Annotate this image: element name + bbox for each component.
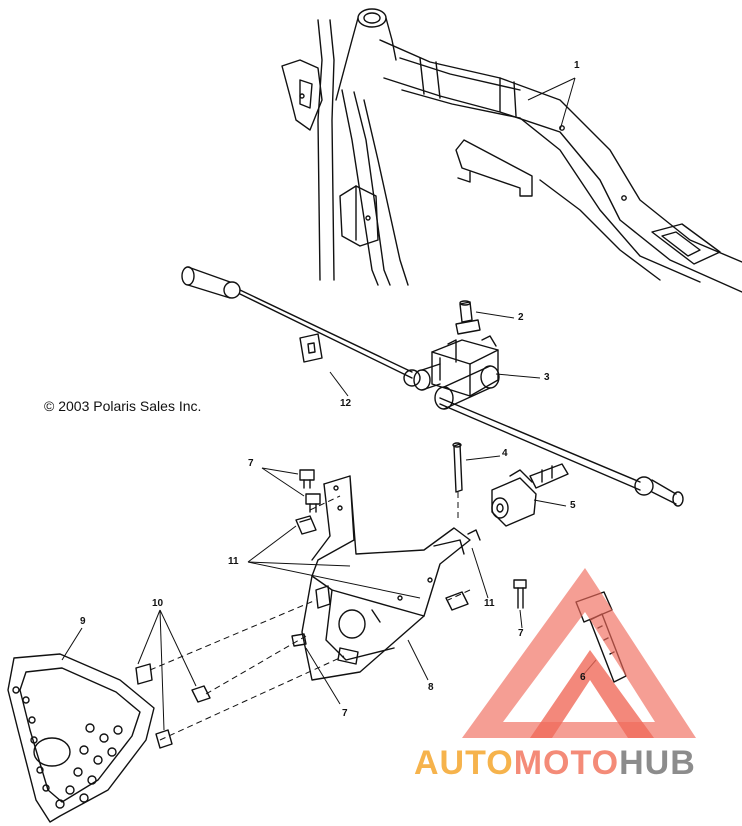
callout-11-left: 11 [228,556,239,567]
callout-1: 1 [574,60,580,71]
pod-part-9 [7,653,211,823]
ignition-switch-part-5 [491,463,569,527]
callout-11-right: 11 [484,598,495,609]
cable-part-12 [181,266,684,507]
callout-9: 9 [80,616,86,627]
watermark-part-2: MOTO [513,744,620,782]
callout-7-right: 7 [518,628,524,639]
callout-12: 12 [340,398,352,409]
watermark-logo [462,568,696,738]
pin-part-4 [452,442,463,493]
clips-part-11 [295,515,481,611]
callout-7-bottom: 7 [342,708,348,719]
bolts-part-7 [291,469,527,647]
callout-3: 3 [544,372,550,383]
switch-assembly-part-3 [413,300,500,410]
callout-4: 4 [502,448,508,459]
copyright-notice: © 2003 Polaris Sales Inc. [44,398,202,414]
bracket-part-8 [301,475,471,681]
watermark-part-3: HUB [619,744,696,782]
callout-5: 5 [570,500,576,511]
callout-2: 2 [518,312,524,323]
frame-tube [281,8,742,293]
callout-8: 8 [428,682,434,693]
watermark-part-1: AUTO [414,744,514,782]
callout-6: 6 [580,672,586,683]
watermark-wordmark: AUTOMOTOHUB [414,744,696,783]
callout-7-top: 7 [248,458,254,469]
callout-10: 10 [152,598,164,609]
